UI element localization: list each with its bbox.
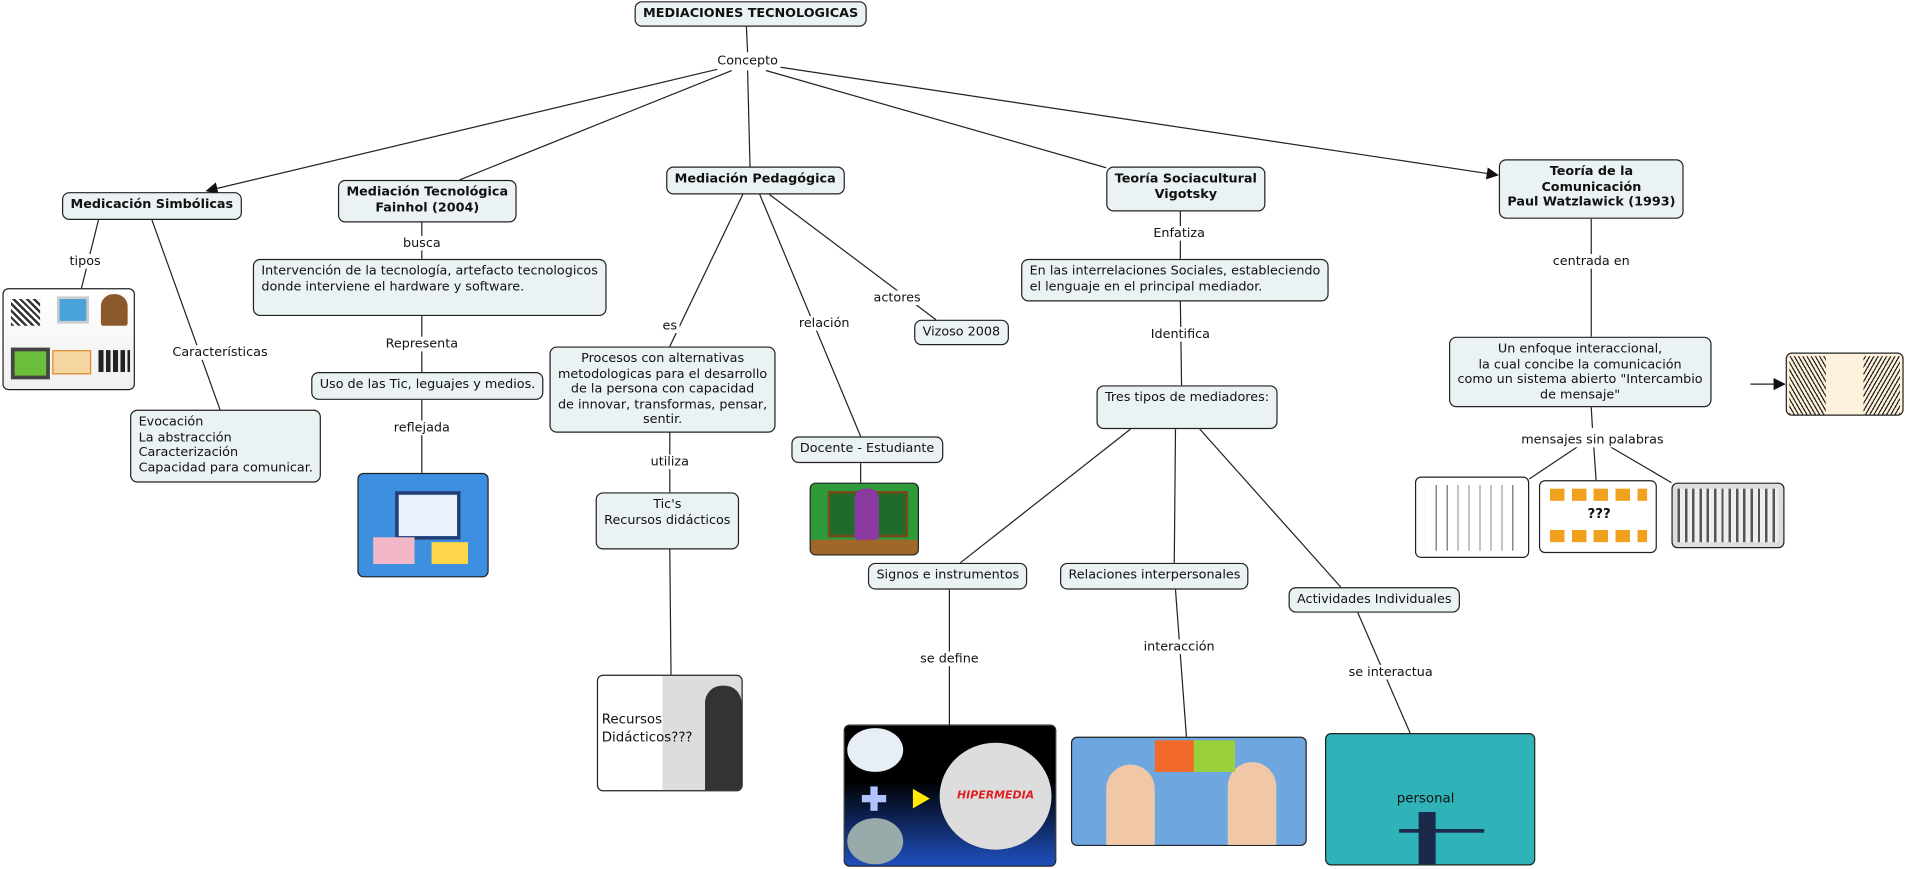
- recursos-didacticos-image[interactable]: Recursos Didácticos???: [596, 674, 743, 792]
- link-label-reflejada: reflejada: [391, 420, 453, 436]
- link-label-representa: Representa: [383, 336, 461, 352]
- link-label-se-interactua: se interactua: [1346, 664, 1436, 680]
- link-label-actores: actores: [871, 290, 924, 306]
- link-label-utiliza: utiliza: [648, 454, 692, 470]
- node-tres-tipos[interactable]: Tres tipos de mediadores:: [1096, 385, 1278, 430]
- gestures-image-text: ???: [1587, 505, 1611, 522]
- link-label-se-define: se define: [917, 651, 982, 667]
- link-label-tipos: tipos: [67, 254, 104, 269]
- hand-gestures-image[interactable]: ???: [1538, 480, 1657, 554]
- personal-activities-image[interactable]: personal: [1325, 733, 1536, 866]
- docente-estudiante-image[interactable]: [809, 482, 919, 556]
- node-enfoque[interactable]: Un enfoque interaccional, la cual concib…: [1448, 336, 1712, 408]
- hipermedia-image[interactable]: HIPERMEDIA: [843, 724, 1057, 867]
- node-comunicacion[interactable]: Teoría de la Comunicación Paul Watzlawic…: [1498, 159, 1685, 219]
- node-caracteristicas-list[interactable]: Evocación La abstracción Caracterización…: [130, 409, 322, 483]
- link-label-busca: busca: [400, 235, 444, 251]
- link-label-es: es: [660, 318, 680, 334]
- link-label-caracteristicas: Características: [170, 345, 271, 360]
- node-intervencion[interactable]: Intervención de la tecnología, artefacto…: [252, 258, 607, 317]
- node-pedagogica[interactable]: Mediación Pedagógica: [666, 166, 845, 195]
- root-node[interactable]: MEDIACIONES TECNOLOGICAS: [634, 1, 867, 27]
- plus-icon: [861, 786, 887, 811]
- node-uso-tic[interactable]: Uso de las Tic, leguajes y medios.: [311, 371, 544, 400]
- link-label-relacion: relación: [796, 316, 852, 331]
- node-simbolicas[interactable]: Medicación Simbólicas: [61, 192, 242, 221]
- facial-expressions-image[interactable]: [1671, 482, 1785, 549]
- node-sociocultural[interactable]: Teoría Sociacultural Vigotsky: [1106, 166, 1266, 212]
- link-label-centrada-en: centrada en: [1550, 254, 1633, 269]
- link-label-identifica: Identifica: [1148, 326, 1213, 342]
- node-docente[interactable]: Docente - Estudiante: [791, 436, 943, 464]
- personal-image-text: personal: [1396, 790, 1455, 806]
- body-language-image[interactable]: [1414, 476, 1530, 558]
- link-label-mensajes: mensajes sin palabras: [1518, 432, 1667, 448]
- node-signos[interactable]: Signos e instrumentos: [867, 562, 1028, 590]
- hipermedia-image-text: HIPERMEDIA: [939, 742, 1052, 850]
- link-label-interaccion: interacción: [1141, 639, 1218, 654]
- communication-faces-image[interactable]: [1785, 352, 1904, 416]
- node-actividades[interactable]: Actividades Individuales: [1288, 587, 1460, 613]
- interpersonal-relations-image[interactable]: [1070, 736, 1307, 847]
- node-tecnologica[interactable]: Mediación Tecnológica Fainhol (2004): [337, 179, 517, 223]
- node-relaciones[interactable]: Relaciones interpersonales: [1060, 562, 1249, 590]
- arrow-right-icon: [912, 788, 930, 809]
- link-label-enfatiza: Enfatiza: [1150, 226, 1208, 241]
- node-vizoso[interactable]: Vizoso 2008: [914, 319, 1009, 346]
- link-label-concepto: Concepto: [714, 53, 781, 69]
- node-tics[interactable]: Tic's Recursos didácticos: [595, 492, 739, 550]
- technology-illustration-image[interactable]: [357, 472, 489, 578]
- node-interrelaciones[interactable]: En las interrelaciones Sociales, estable…: [1021, 258, 1329, 302]
- recursos-image-text: Recursos Didácticos???: [601, 711, 693, 746]
- media-icons-image[interactable]: [2, 288, 135, 391]
- node-procesos[interactable]: Procesos con alternativas metodologicas …: [549, 346, 776, 433]
